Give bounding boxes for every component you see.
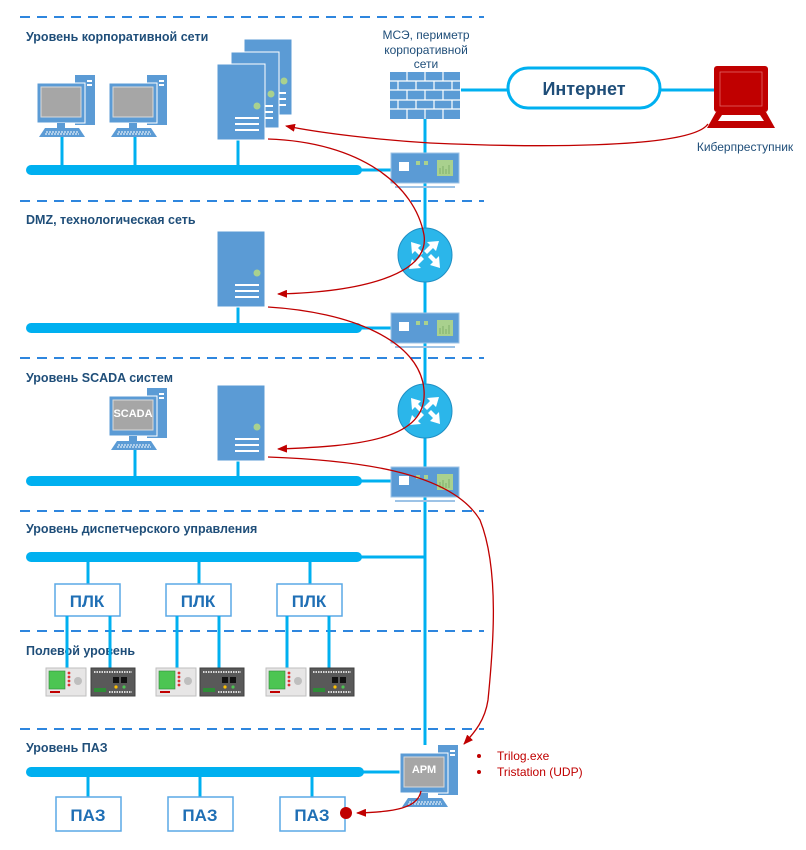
- dispatch-bus: [26, 552, 362, 562]
- corporate-server-farm: [216, 38, 293, 141]
- field-level: [65, 616, 331, 669]
- plc-label-2: ПЛК: [181, 592, 216, 611]
- attack-notes: Trilog.exe Tristation (UDP): [477, 749, 583, 779]
- dispatch-level: ПЛК ПЛК ПЛК: [26, 552, 425, 617]
- attack-arrow-dmz-to-scada: [267, 306, 425, 453]
- dmz-server: [216, 230, 266, 308]
- level-title-dispatch: Уровень диспетчерского управления: [26, 522, 257, 536]
- corporate-bus: [26, 165, 362, 175]
- corporate-pc-2: [108, 74, 168, 138]
- dmz-router-icon: [397, 227, 453, 283]
- attack-arrow-scada-to-operator: [267, 456, 495, 745]
- corporate-switch: [390, 152, 460, 189]
- sis-box-3: ПАЗ: [279, 796, 346, 832]
- level-dividers: [20, 16, 484, 730]
- operator-workstation: АРМ: [399, 744, 459, 808]
- firewall: МСЭ, периметр корпоративной сети: [382, 28, 470, 119]
- level-title-field: Полевой уровень: [26, 644, 135, 658]
- scada-router-icon: [397, 383, 453, 439]
- plc-label-3: ПЛК: [292, 592, 327, 611]
- scada-screen-label: SCADA: [113, 408, 152, 420]
- sis-box-1: ПАЗ: [55, 796, 122, 832]
- sis-bus: [26, 767, 364, 777]
- attacker-label: Киберпреступник: [697, 140, 794, 154]
- sis-level: ПАЗ ПАЗ ПАЗ АРМ: [26, 744, 459, 832]
- sis-label-2: ПАЗ: [182, 806, 217, 825]
- level-title-dmz: DMZ, технологическая сеть: [26, 213, 196, 227]
- scada-server: [216, 384, 266, 462]
- plc-label-1: ПЛК: [70, 592, 105, 611]
- plc-box-3: ПЛК: [276, 583, 343, 617]
- field-io-device-3: [309, 667, 355, 697]
- firewall-label-line-1: МСЭ, периметр: [382, 28, 469, 42]
- attacker-laptop-icon: [707, 66, 775, 128]
- field-hmi-device-3: [265, 667, 307, 697]
- plc-box-2: ПЛК: [165, 583, 232, 617]
- firewall-label-line-2: корпоративной: [384, 43, 468, 57]
- attack-note-2: Tristation (UDP): [497, 765, 583, 779]
- sis-box-2: ПАЗ: [167, 796, 234, 832]
- field-io-device-2: [199, 667, 245, 697]
- plc-box-1: ПЛК: [54, 583, 121, 617]
- attack-path: [267, 123, 709, 817]
- attack-note-1: Trilog.exe: [497, 749, 550, 763]
- dmz-level: [26, 227, 460, 349]
- corporate-level: [26, 38, 460, 189]
- firewall-label-line-3: сети: [414, 57, 438, 71]
- field-hmi-device-2: [155, 667, 197, 697]
- attack-arrow-operator-to-sis: [356, 790, 422, 817]
- sis-label-3: ПАЗ: [294, 806, 329, 825]
- corporate-pc-1: [36, 74, 96, 138]
- internet-cloud: Интернет: [506, 66, 662, 110]
- operator-screen-label: АРМ: [412, 764, 436, 776]
- scada-bus: [26, 476, 362, 486]
- scada-workstation: SCADA: [108, 387, 168, 451]
- note-bullet-2: [477, 770, 481, 774]
- sis-label-1: ПАЗ: [70, 806, 105, 825]
- field-io-device-1: [90, 667, 136, 697]
- level-title-scada: Уровень SCADA систем: [26, 371, 173, 385]
- scada-level: SCADA: [26, 383, 460, 503]
- field-hmi-device-1: [45, 667, 87, 697]
- attack-arrow-attacker-to-corporate: [285, 123, 709, 147]
- internet-label: Интернет: [542, 79, 625, 99]
- attack-arrow-corporate-to-dmz: [267, 138, 425, 298]
- dmz-switch: [390, 312, 460, 349]
- dmz-bus: [26, 323, 362, 333]
- level-title-sis: Уровень ПАЗ: [26, 741, 108, 755]
- firewall-icon: [390, 72, 460, 119]
- sis-compromise-marker: [340, 807, 352, 819]
- level-title-corporate: Уровень корпоративной сети: [26, 30, 208, 44]
- note-bullet-1: [477, 754, 481, 758]
